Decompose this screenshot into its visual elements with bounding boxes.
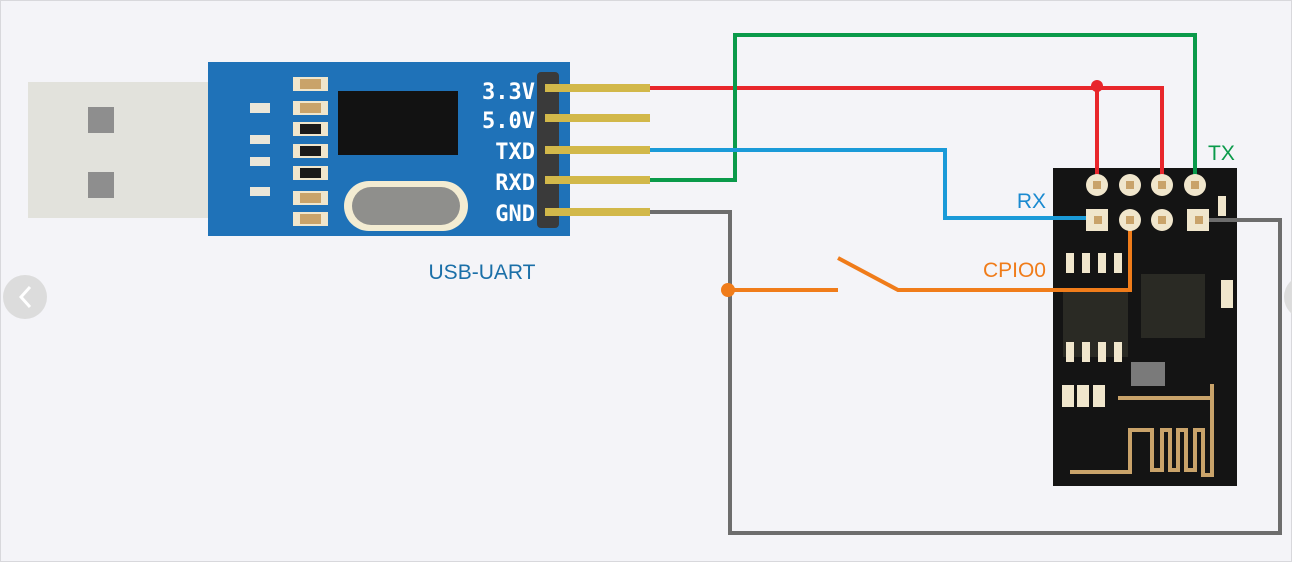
wire-vcc — [650, 86, 1164, 185]
rx-label: RX — [1017, 190, 1046, 213]
pin-label-3v3: 3.3V — [482, 80, 535, 105]
gpio0-label: CPIO0 — [983, 259, 1046, 282]
junction-dot-gnd — [721, 283, 735, 297]
header-pins — [545, 84, 650, 216]
wire-tx — [650, 33, 1197, 185]
next-button[interactable] — [1284, 275, 1292, 319]
wire-gpio0-switch — [837, 220, 1132, 292]
esp-module — [1053, 168, 1237, 486]
pcb-antenna — [1070, 384, 1214, 477]
usb-uart-board: 3.3V 5.0V TXD RXD GND — [208, 62, 650, 236]
prev-button[interactable] — [3, 275, 47, 319]
pin-label-rxd: RXD — [495, 171, 535, 196]
pin-label-txd: TXD — [495, 140, 535, 165]
esp-pins — [1086, 174, 1209, 231]
chevron-left-icon — [18, 285, 32, 309]
wire-rx — [650, 148, 1098, 220]
pin-label-gnd: GND — [495, 202, 535, 227]
smd-components — [293, 77, 328, 226]
junction-dot-vcc — [1091, 80, 1103, 92]
tx-label: TX — [1208, 142, 1235, 165]
wire-gnd — [650, 210, 1282, 535]
pin-label-5v: 5.0V — [482, 109, 535, 134]
chevron-right-icon — [1284, 280, 1292, 314]
usb-uart-label: USB-UART — [429, 261, 536, 284]
uart-chip — [338, 91, 458, 155]
